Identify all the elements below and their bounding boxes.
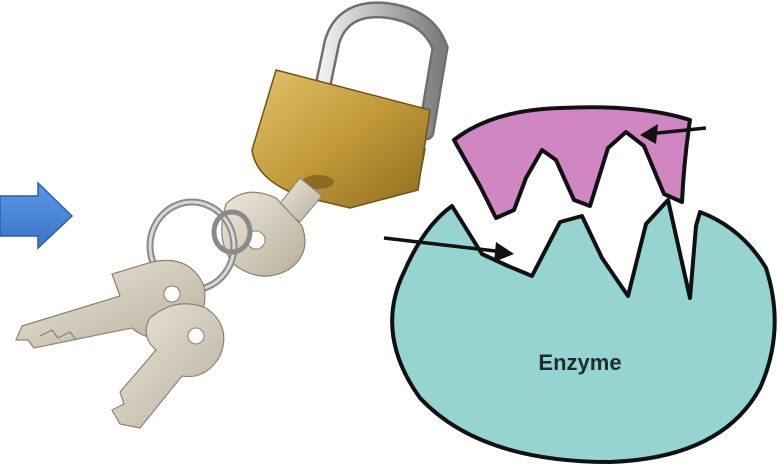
padlock-icon	[252, 10, 440, 208]
enzyme-shape: Enzyme	[392, 200, 775, 462]
right-arrow-icon	[0, 183, 72, 248]
enzyme-label: Enzyme	[538, 350, 621, 375]
substrate-shape	[454, 107, 690, 218]
